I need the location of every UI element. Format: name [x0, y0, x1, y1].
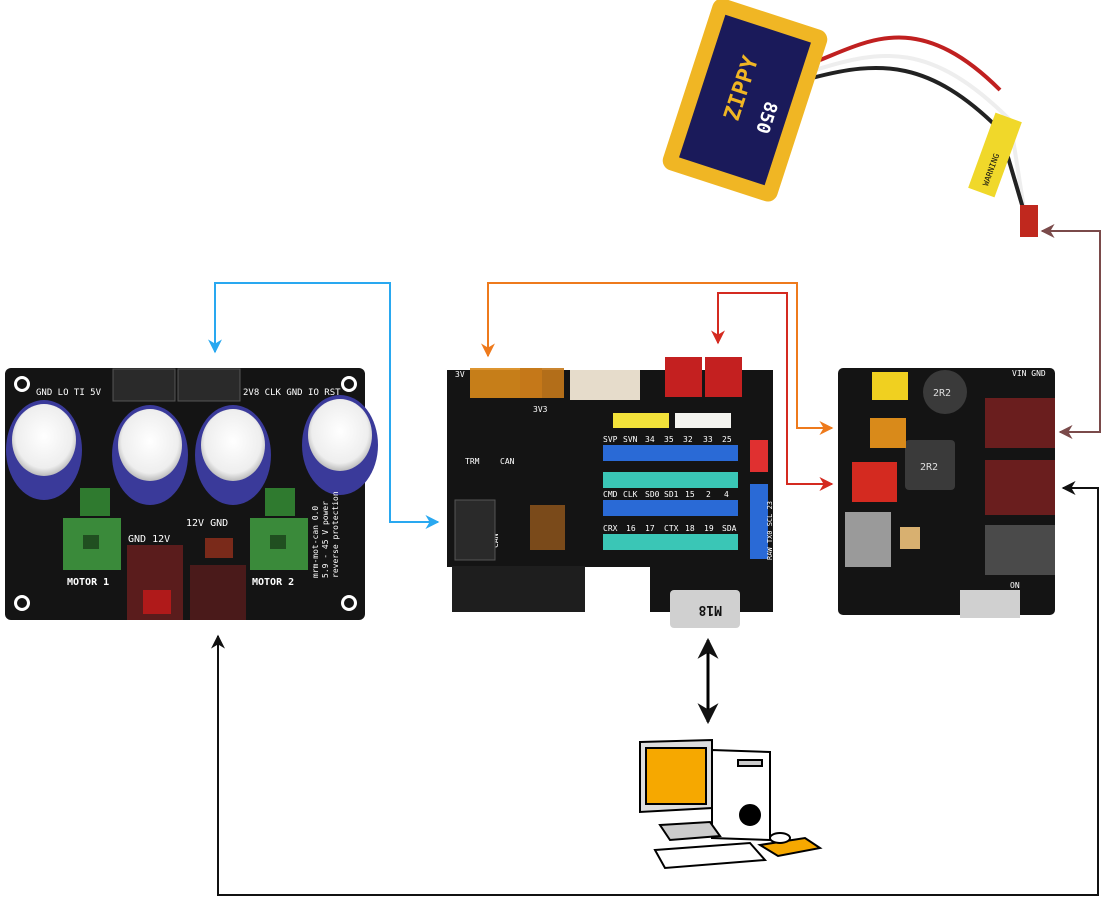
5v-connector-2: [705, 357, 742, 397]
usb-label: M18: [698, 602, 722, 617]
capacitor: [195, 405, 271, 505]
can-connector-1: [112, 368, 176, 402]
can-port: [454, 499, 496, 561]
battery-arrow: [1040, 224, 1101, 439]
switch-label: ON: [1010, 581, 1020, 590]
power-switch[interactable]: [960, 590, 1020, 618]
vin-gnd-label: VIN GND: [1012, 369, 1046, 378]
battery-holder: [845, 512, 891, 567]
pin-headers: [603, 413, 768, 559]
label-can: CAN: [500, 457, 515, 466]
motor2-connector: [250, 488, 308, 570]
motor1-connector: [63, 488, 121, 570]
power-in-label: GND 12V: [128, 534, 170, 545]
capacitor: [6, 400, 82, 500]
pin-label: GND LO TI 5V: [36, 388, 102, 398]
board-name: mrm-mot-can 0.0: [311, 506, 320, 578]
5v-regulator: [872, 372, 908, 400]
label-3v: 3V: [455, 370, 465, 379]
board-voltage: 5.9 - 45 V power: [321, 501, 330, 578]
usb-port[interactable]: [670, 590, 740, 628]
capacitor: [112, 405, 188, 505]
power-supply-board: 2R2 2R2 VIN GND ON: [838, 368, 1055, 618]
inductor-1: [923, 370, 967, 414]
power-output-connector: [985, 460, 1055, 515]
inductor-2: [905, 440, 955, 490]
motor1-label: MOTOR 1: [67, 577, 109, 588]
label-3v3: 3V3: [533, 405, 548, 414]
can-connector-2: [177, 368, 241, 402]
motor2-label: MOTOR 2: [252, 577, 294, 588]
board-note: reverse protection: [331, 491, 340, 578]
motor-driver-board: GND LO TI 5V 2V8 CLK GND IO RST MOTOR 1 …: [5, 368, 378, 620]
5v-output-connector: [852, 462, 897, 502]
label-trm: TRM: [465, 457, 480, 466]
power-in-connector: [127, 545, 183, 620]
capacitor: [900, 527, 920, 549]
3v3-output-connector: [870, 418, 906, 448]
aux-output-connector: [985, 525, 1055, 575]
inductor-1-label: 2R2: [933, 388, 951, 399]
power-out-label: 12V GND: [186, 518, 228, 529]
capacitor: [302, 395, 378, 495]
5v-connector: [665, 357, 702, 397]
battery-connector: [1020, 205, 1038, 237]
programming-header: [530, 505, 565, 550]
lipo-battery: WARNING ZIPPY 850: [662, 0, 1038, 237]
motor-power-arrow: [211, 481, 1099, 896]
side-pin-labels: RAW TX0 SCL 23: [766, 501, 774, 560]
battery-input-connector: [985, 398, 1055, 448]
power-out-connector: [190, 538, 246, 620]
pin-label: 2V8 CLK GND IO RST: [243, 388, 341, 398]
buttons: [570, 370, 640, 400]
3v3-regulator: [520, 368, 564, 398]
computer-icon: [639, 738, 823, 870]
inductor-2-label: 2R2: [920, 462, 938, 473]
